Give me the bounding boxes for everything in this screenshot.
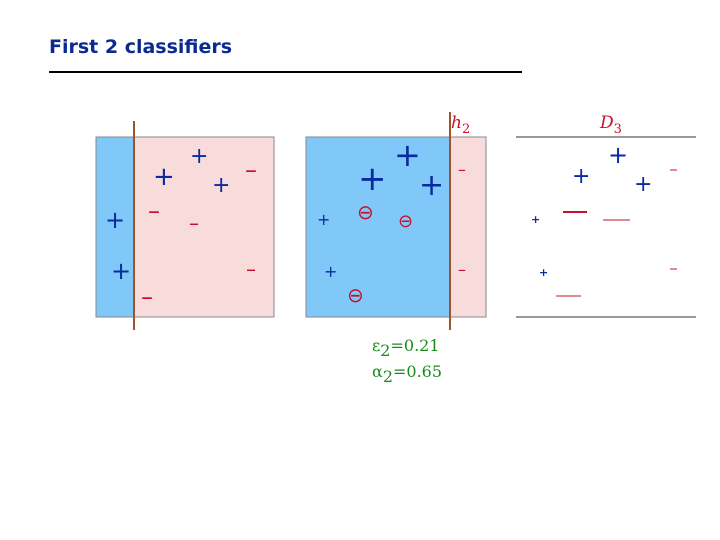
panel-2-blue-region [306, 137, 450, 317]
distribution-d3-label: D3 [599, 113, 622, 137]
panel-1-border [95, 136, 275, 318]
panel-2-pink-region [450, 137, 486, 317]
classifier-h2-label: h2 [451, 113, 470, 137]
panel-1: + + + + + – – – – – [95, 121, 275, 330]
plus-point: + [531, 213, 540, 226]
plus-point: + [212, 173, 230, 198]
alpha-weight-text: α2=0.65 [372, 362, 442, 386]
misclassified-minus-point: ⊖ [347, 283, 364, 307]
minus-point: – [141, 283, 153, 311]
minus-point: – [458, 160, 466, 179]
title-underline [49, 71, 522, 73]
misclassified-minus-point: ⊖ [398, 211, 413, 232]
plus-point: + [317, 210, 330, 229]
plus-point: + [324, 262, 337, 281]
panel-1-pink-region [134, 137, 274, 317]
panel-2-border [305, 136, 487, 318]
minus-point: – [458, 260, 466, 279]
plus-point: + [190, 144, 208, 169]
plus-point: + [419, 168, 444, 203]
plus-point: + [105, 206, 125, 234]
panel-3: D3 + + + + + [516, 113, 696, 318]
minus-point: – [189, 211, 199, 235]
panel-2: h2 + + + + + ⊖ ⊖ ⊖ – – [305, 112, 487, 330]
minus-point: – [246, 257, 256, 281]
plus-point: + [111, 257, 131, 285]
plus-point: + [634, 172, 652, 197]
plus-point: + [608, 141, 628, 169]
plus-point: + [153, 162, 175, 192]
epsilon-error-text: ε2=0.21 [372, 336, 440, 360]
plus-point: + [572, 164, 590, 189]
slide-title: First 2 classifiers [49, 36, 233, 58]
panel-1-blue-region [96, 137, 134, 317]
plus-point: + [394, 136, 421, 174]
minus-point: – [245, 156, 257, 184]
plus-point: + [358, 159, 387, 199]
misclassified-minus-point: ⊖ [357, 200, 374, 224]
plus-point: + [539, 266, 548, 279]
minus-point: – [148, 197, 160, 225]
